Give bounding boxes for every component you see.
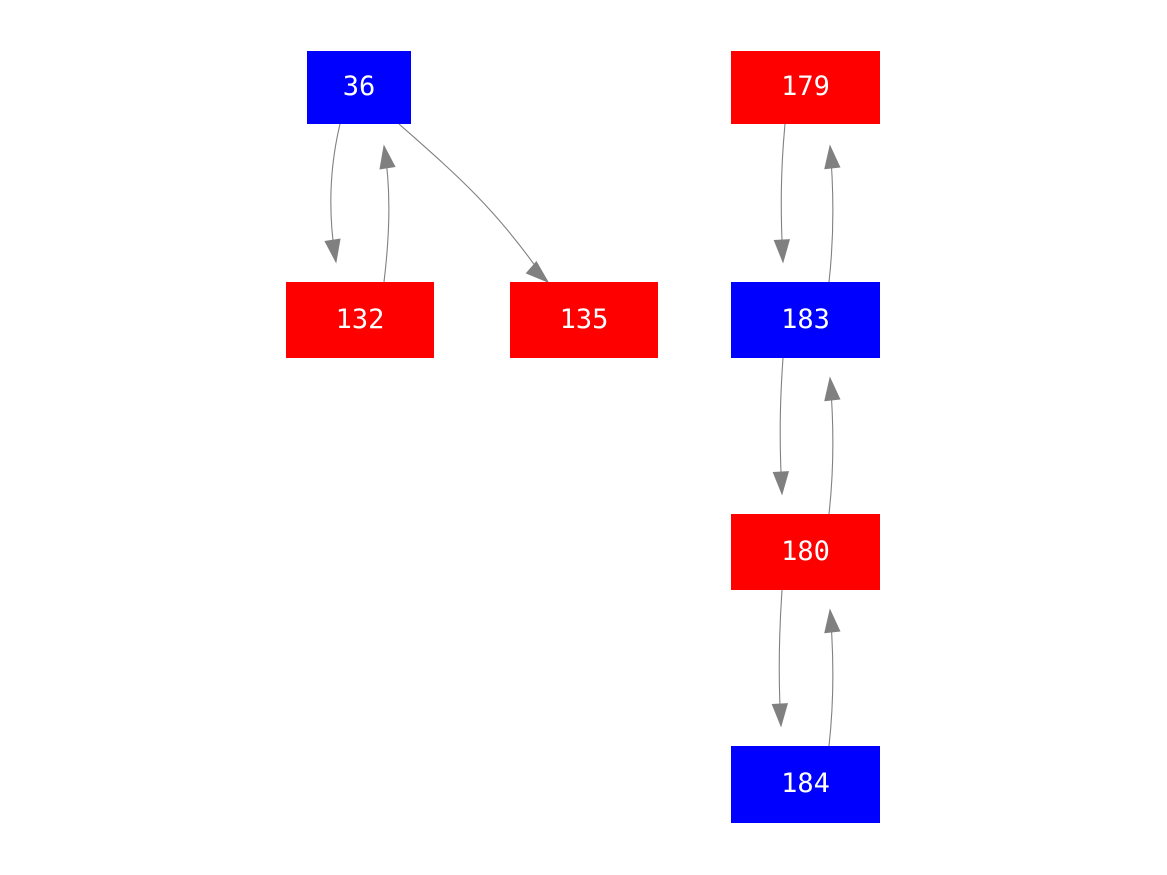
graph-node-36[interactable]: 36 [307, 51, 411, 124]
arrowhead-icon [525, 261, 550, 284]
edge-183-to-180 [772, 357, 790, 496]
edge-line [330, 123, 341, 263]
graph-node-179[interactable]: 179 [731, 51, 880, 124]
edge-line [779, 357, 784, 495]
arrowhead-icon [324, 238, 341, 264]
node-label: 180 [781, 535, 830, 567]
node-label: 179 [781, 71, 830, 102]
arrowhead-icon [824, 144, 841, 170]
arrowhead-icon [772, 471, 790, 496]
edge-line [828, 145, 834, 283]
edge-line [828, 609, 834, 747]
arrowhead-icon [771, 703, 789, 728]
arrowhead-icon [824, 376, 841, 402]
arrowhead-icon [379, 144, 396, 170]
arrowhead-icon [773, 239, 791, 264]
graph-node-183[interactable]: 183 [731, 282, 880, 358]
edge-line [828, 377, 834, 515]
edge-36-to-135 [398, 123, 550, 284]
edge-180-to-184 [771, 589, 789, 728]
edge-179-to-183 [773, 123, 791, 264]
edge-line [778, 589, 783, 727]
graph-node-132[interactable]: 132 [286, 282, 434, 358]
node-label: 135 [559, 303, 609, 335]
edge-36-to-132 [324, 123, 341, 264]
graph-node-184[interactable]: 184 [731, 746, 880, 823]
edge-132-to-36 [379, 144, 396, 283]
edge-184-to-180 [824, 608, 841, 747]
graph-node-135[interactable]: 135 [510, 282, 658, 358]
edge-line [398, 123, 544, 278]
arrowhead-icon [824, 608, 841, 634]
node-label: 184 [781, 768, 830, 799]
edge-183-to-179 [824, 144, 841, 283]
edge-line [383, 145, 390, 283]
node-label: 183 [781, 303, 830, 335]
edge-180-to-183 [824, 376, 841, 515]
node-label: 132 [335, 303, 385, 335]
graph-node-180[interactable]: 180 [731, 514, 880, 590]
node-label: 36 [342, 71, 376, 102]
edge-line [780, 123, 786, 263]
